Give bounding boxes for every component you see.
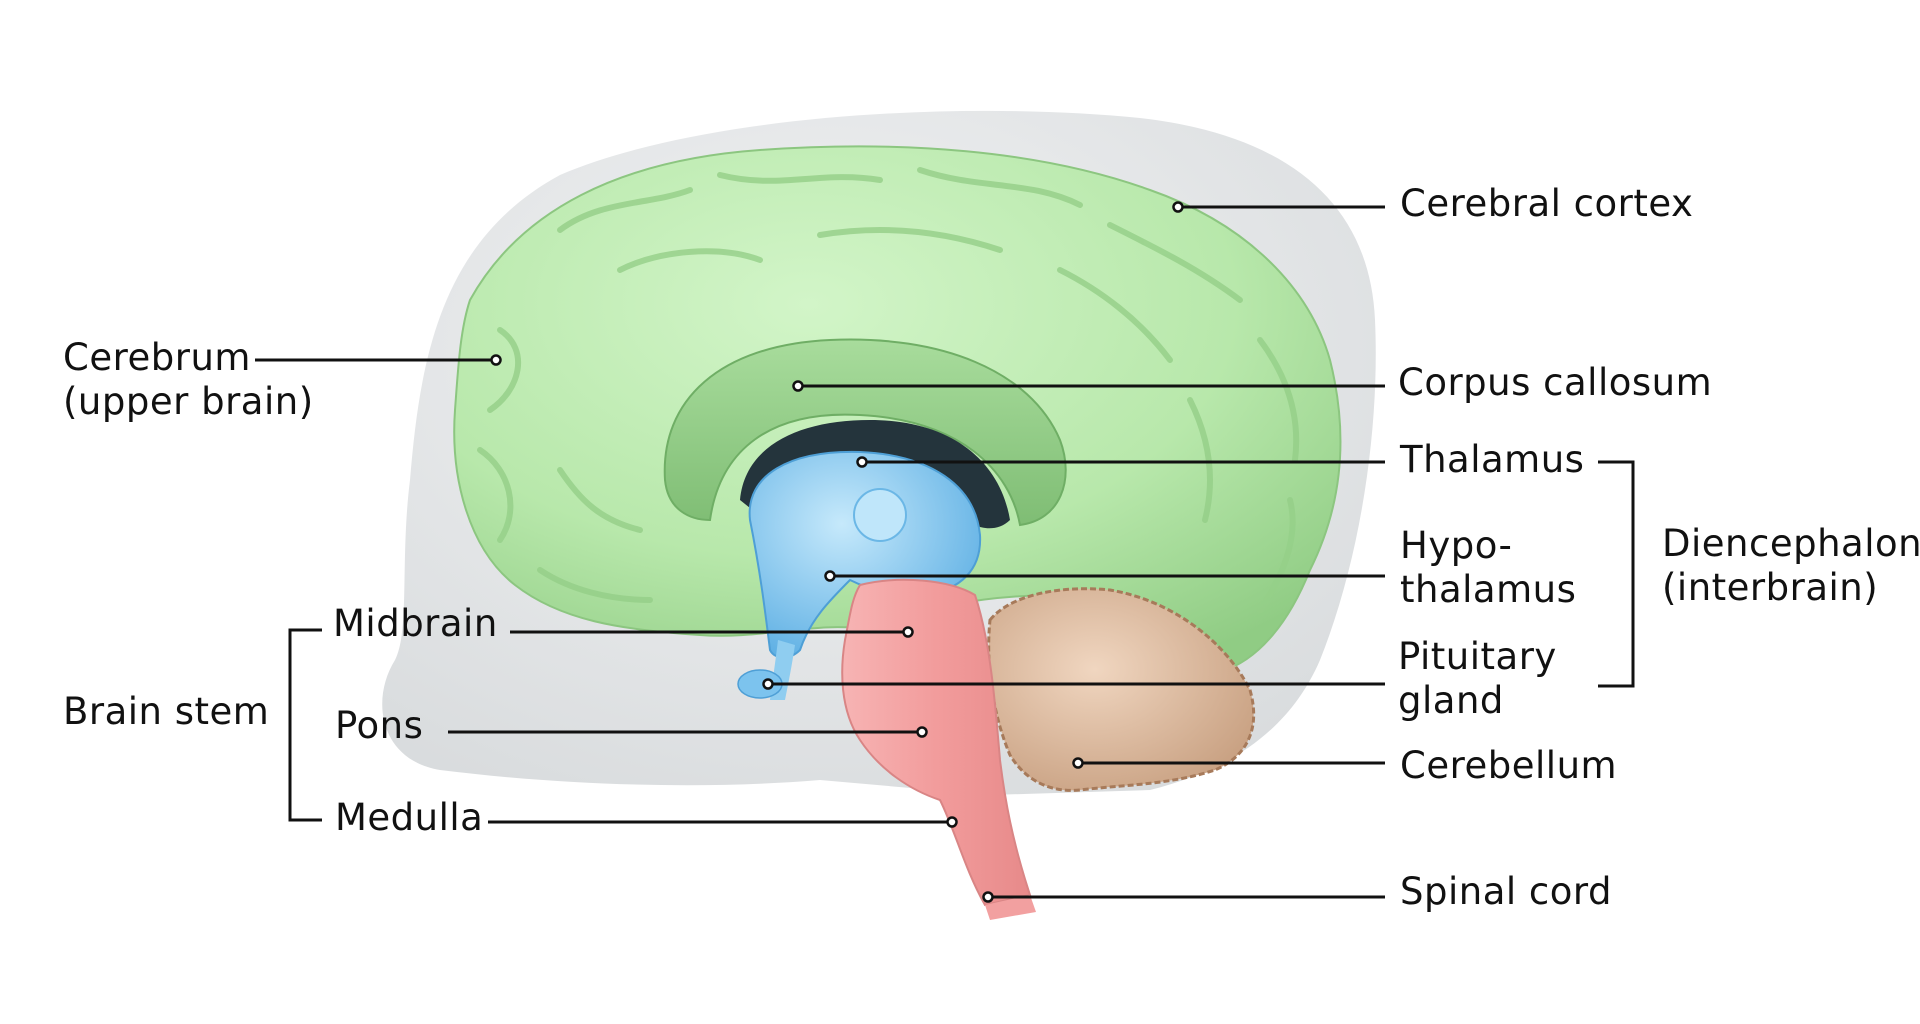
dot-pituitary (762, 678, 774, 690)
cerebellum-shape (987, 587, 1256, 792)
label-spinal-cord: Spinal cord (1400, 870, 1612, 913)
dot-hypothalamus (824, 570, 836, 582)
dot-medulla (946, 816, 958, 828)
label-diencephalon-line2: (interbrain) (1662, 566, 1879, 609)
label-hypothalamus-line2: thalamus (1400, 568, 1577, 611)
label-pituitary-line1: Pituitary (1398, 635, 1557, 678)
label-pituitary-line2: gland (1398, 679, 1504, 722)
label-midbrain: Midbrain (333, 602, 498, 645)
bracket-brain-stem (288, 628, 322, 822)
label-medulla: Medulla (335, 796, 484, 839)
label-thalamus: Thalamus (1400, 438, 1585, 481)
label-cerebrum: Cerebrum (upper brain) (63, 336, 314, 424)
gyri-folds (477, 167, 1300, 613)
dot-midbrain (902, 626, 914, 638)
label-cerebral-cortex: Cerebral cortex (1400, 182, 1694, 225)
spinal-cord-end (985, 895, 1036, 920)
label-hypothalamus: Hypo- thalamus (1400, 524, 1576, 612)
dot-spinal-cord (982, 891, 994, 903)
dot-cerebrum (490, 354, 502, 366)
label-cerebrum-line2: (upper brain) (63, 380, 314, 423)
label-cerebrum-line1: Cerebrum (63, 336, 251, 379)
dot-cerebellum (1072, 757, 1084, 769)
bracket-diencephalon (1598, 460, 1635, 688)
dot-thalamus (856, 456, 868, 468)
dot-cerebral-cortex (1172, 201, 1184, 213)
label-hypothalamus-line1: Hypo- (1400, 524, 1513, 567)
label-corpus-callosum: Corpus callosum (1398, 361, 1713, 404)
label-cerebellum: Cerebellum (1400, 744, 1618, 787)
brain-stem-shape (841, 578, 1032, 907)
label-pons: Pons (335, 704, 424, 747)
label-brain-stem: Brain stem (63, 690, 270, 733)
label-pituitary: Pituitary gland (1398, 635, 1557, 723)
dot-pons (916, 726, 928, 738)
ventricle-shadow (740, 420, 1010, 529)
dot-corpus-callosum (792, 380, 804, 392)
label-diencephalon-line1: Diencephalon (1662, 522, 1920, 565)
label-diencephalon: Diencephalon (interbrain) (1662, 522, 1920, 610)
thalamus-knob (853, 488, 907, 542)
